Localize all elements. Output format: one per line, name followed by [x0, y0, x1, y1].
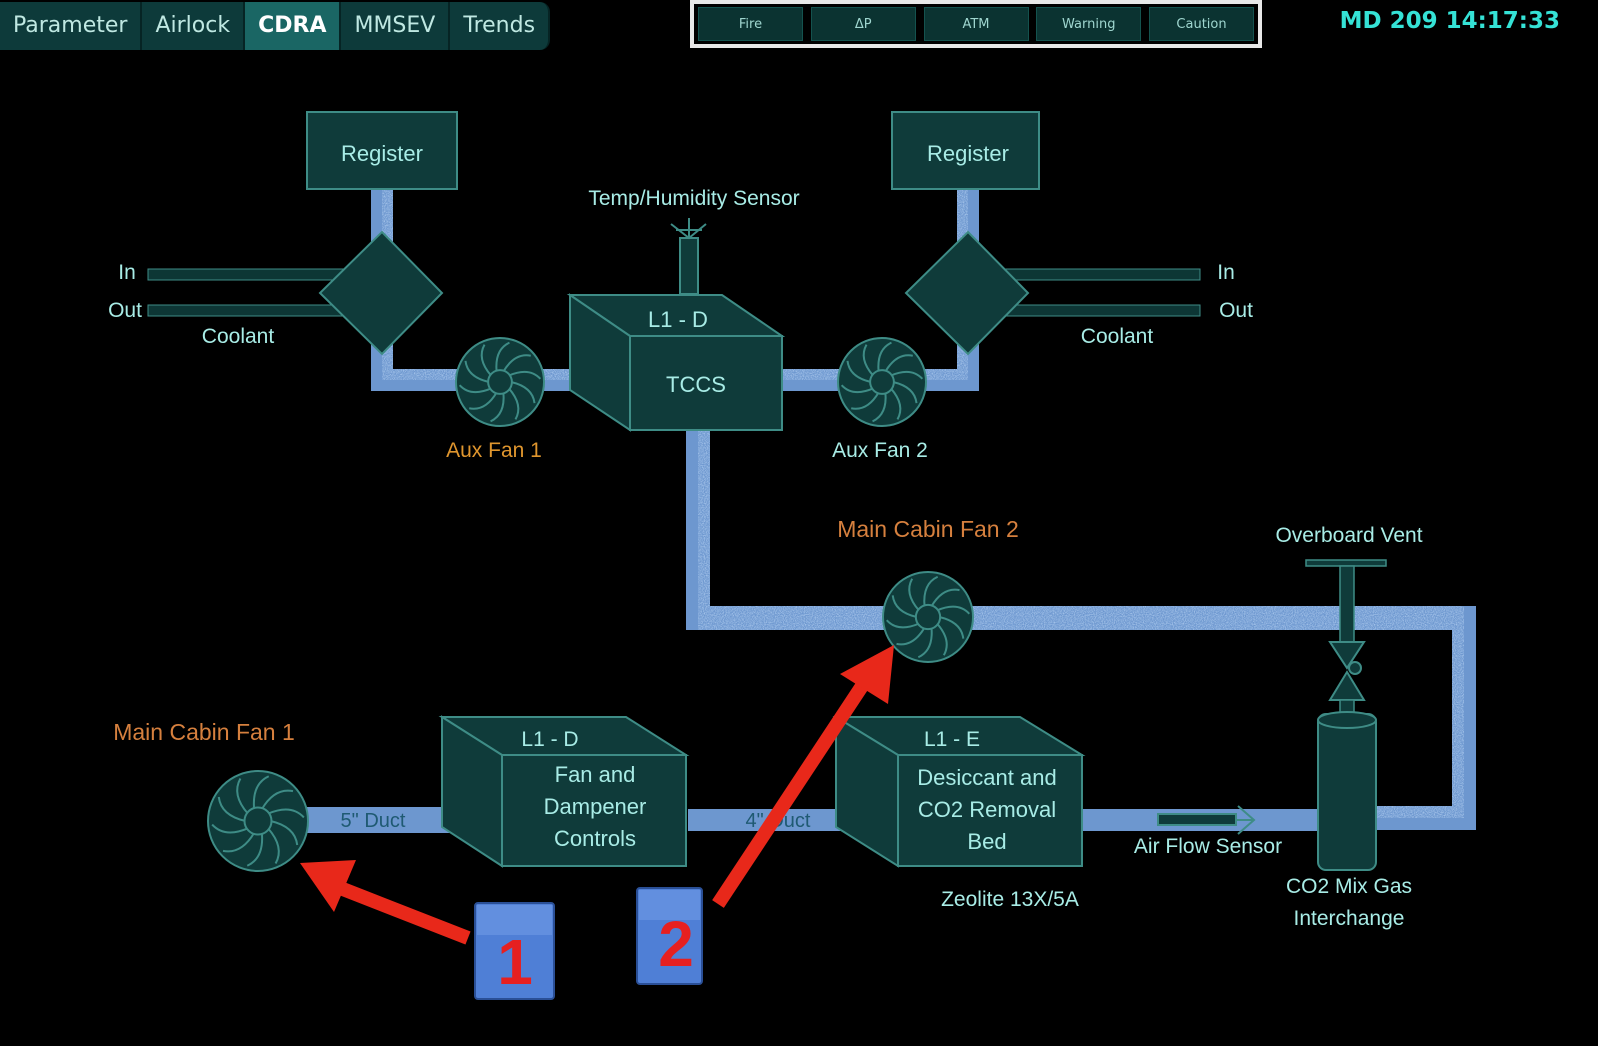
- fan-controls-line1: Fan and: [555, 762, 636, 787]
- fan-controls-line2: Dampener: [544, 794, 647, 819]
- tab-trends[interactable]: Trends: [450, 2, 551, 50]
- bed-location: L1 - E: [924, 728, 980, 751]
- register-right[interactable]: Register: [891, 111, 1040, 190]
- fan-dampener-controls-unit[interactable]: L1 - D Fan and Dampener Controls: [438, 715, 690, 868]
- coolant-lines-right: [1005, 268, 1201, 317]
- tab-cdra[interactable]: CDRA: [245, 2, 342, 50]
- heat-exchanger-right[interactable]: [904, 230, 1030, 356]
- coolant-out-left-label: Out: [108, 299, 142, 322]
- zeolite-label: Zeolite 13X/5A: [941, 888, 1079, 911]
- temp-humidity-sensor[interactable]: [670, 218, 707, 295]
- co2-removal-bed-unit[interactable]: L1 - E Desiccant and CO2 Removal Bed: [832, 715, 1086, 868]
- temp-humidity-sensor-label: Temp/Humidity Sensor: [588, 187, 799, 210]
- tccs-unit[interactable]: L1 - D TCCS: [566, 293, 786, 432]
- register-left-label: Register: [341, 141, 423, 166]
- tccs-label: TCCS: [666, 372, 726, 397]
- annotation-marker-1: 1: [474, 902, 555, 1000]
- aux-fan-2-label: Aux Fan 2: [832, 439, 928, 462]
- bed-line2: CO2 Removal: [918, 797, 1056, 822]
- atm-alarm-button[interactable]: ATM: [923, 7, 1029, 41]
- heat-exchanger-left[interactable]: [318, 230, 444, 356]
- coolant-in-left-label: In: [118, 261, 136, 284]
- air-flow-sensor-label: Air Flow Sensor: [1134, 835, 1282, 858]
- mission-clock: MD 209 14:17:33: [1339, 8, 1560, 34]
- tab-parameter[interactable]: Parameter: [0, 2, 143, 50]
- bed-line3: Bed: [967, 829, 1006, 854]
- cdra-schematic: Register Register Temp/Humidity Sensor L…: [108, 111, 1476, 1000]
- annotation-arrow-1: [300, 860, 471, 945]
- marker-2-label: 2: [658, 908, 694, 980]
- register-right-label: Register: [927, 141, 1009, 166]
- bed-line1: Desiccant and: [917, 765, 1056, 790]
- main-cabin-fan-2-icon[interactable]: [882, 571, 974, 663]
- annotation-arrow-2: [712, 645, 894, 908]
- coolant-lines-left: [147, 268, 345, 317]
- duct-5-label: 5" Duct: [341, 810, 406, 832]
- caution-alarm-button[interactable]: Caution: [1149, 7, 1254, 41]
- register-left[interactable]: Register: [306, 111, 458, 190]
- main-cabin-fan-2-label: Main Cabin Fan 2: [837, 516, 1019, 542]
- fan-controls-location: L1 - D: [521, 728, 578, 751]
- overboard-vent-label: Overboard Vent: [1275, 524, 1422, 547]
- delta-p-alarm-button[interactable]: ΔP: [810, 7, 916, 41]
- overboard-valve-icon[interactable]: [1328, 641, 1366, 715]
- marker-1-label: 1: [497, 926, 533, 998]
- tccs-location: L1 - D: [648, 307, 708, 332]
- aux-fan-1-label: Aux Fan 1: [446, 439, 542, 462]
- alarm-panel: Fire ΔP ATM Warning Caution: [690, 0, 1262, 48]
- co2-mix-gas-tank[interactable]: [1317, 711, 1377, 871]
- coolant-in-right-label: In: [1217, 261, 1235, 284]
- aux-fan-1-icon[interactable]: [455, 337, 545, 427]
- air-flow-sensor-icon[interactable]: [1157, 805, 1256, 835]
- aux-fan-2-icon[interactable]: [837, 337, 927, 427]
- fire-alarm-button[interactable]: Fire: [698, 7, 803, 41]
- tab-bar: Parameter Airlock CDRA MMSEV Trends: [0, 2, 551, 50]
- coolant-right-label: Coolant: [1081, 325, 1154, 348]
- fan-controls-line3: Controls: [554, 826, 636, 851]
- co2-interchange-line1: CO2 Mix Gas: [1286, 875, 1412, 898]
- overboard-vent[interactable]: [1305, 559, 1387, 643]
- co2-interchange-line2: Interchange: [1294, 907, 1405, 930]
- coolant-left-label: Coolant: [202, 325, 275, 348]
- tab-airlock[interactable]: Airlock: [142, 2, 246, 50]
- tab-mmsev[interactable]: MMSEV: [341, 2, 451, 50]
- annotation-marker-2: 2: [636, 887, 703, 985]
- coolant-out-right-label: Out: [1219, 299, 1253, 322]
- main-cabin-fan-1-label: Main Cabin Fan 1: [113, 719, 295, 745]
- warning-alarm-button[interactable]: Warning: [1036, 7, 1142, 41]
- main-cabin-fan-1-icon[interactable]: [207, 770, 309, 872]
